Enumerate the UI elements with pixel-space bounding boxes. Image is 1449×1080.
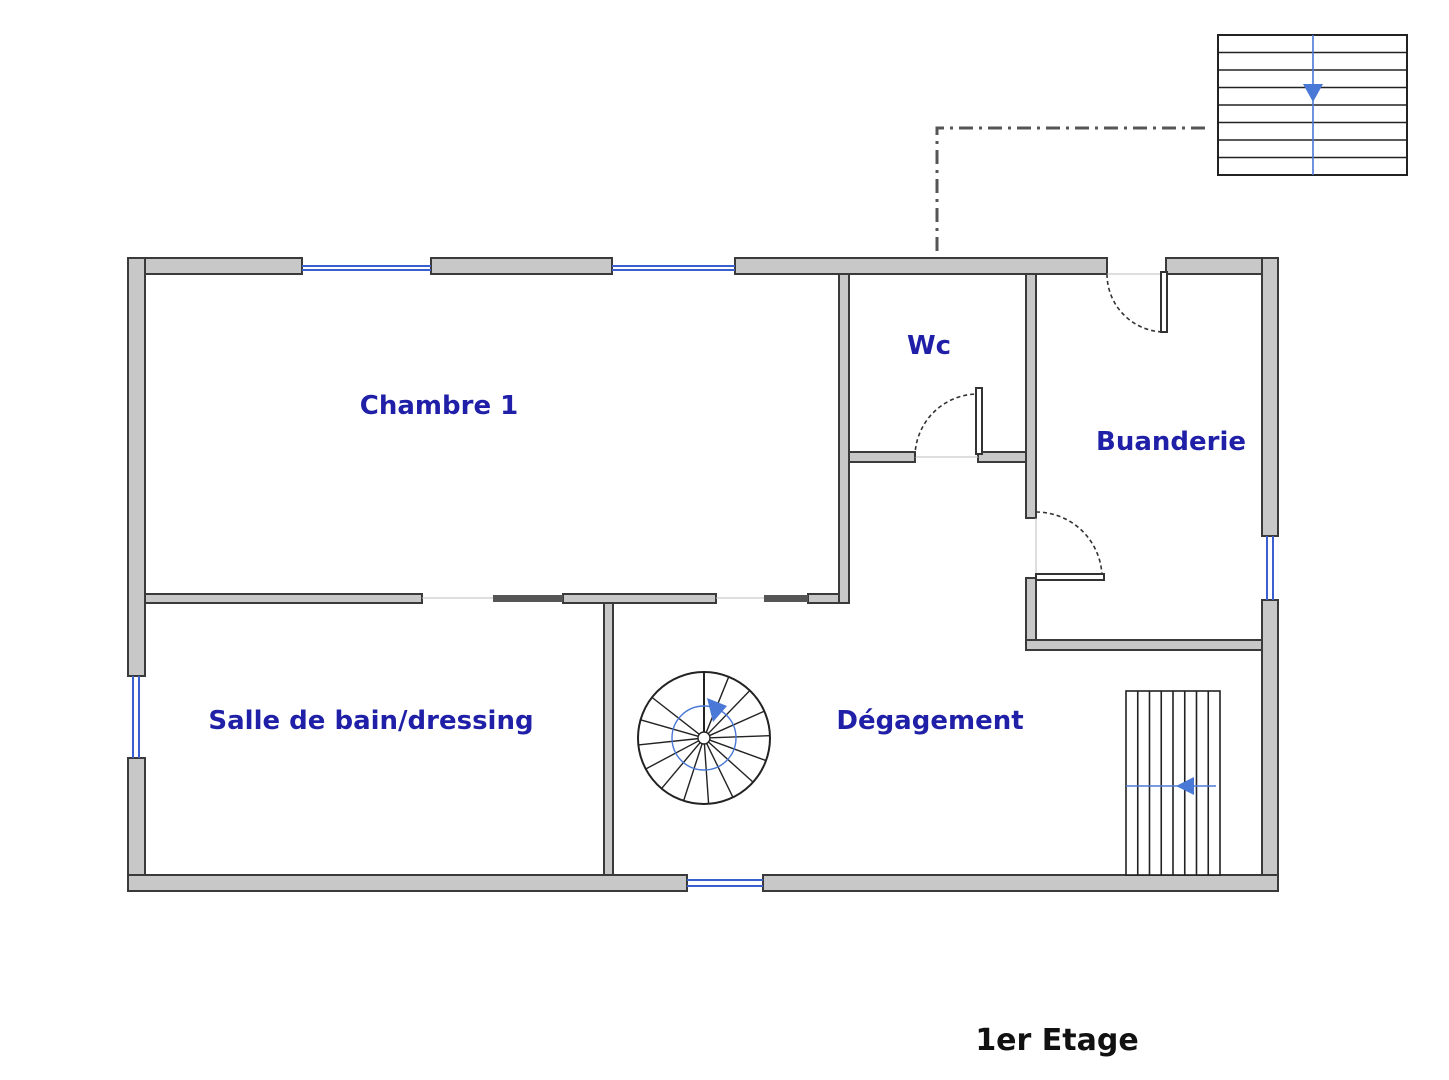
- wall-top-1: [127, 257, 303, 275]
- closet-door-2: [764, 595, 808, 602]
- wall-top-3: [734, 257, 1108, 275]
- wall-chambre-bottom-1: [144, 593, 423, 604]
- door-buanderie-entry: [1106, 271, 1168, 333]
- spiral-tread: [638, 737, 699, 746]
- room-label-buanderie: Buanderie: [1096, 427, 1246, 457]
- wall-bottom-2: [762, 874, 1279, 892]
- room-label-degagement: Dégagement: [836, 706, 1023, 736]
- doors: [914, 271, 1168, 581]
- spiral-tread: [709, 710, 765, 737]
- wall-right-1: [1261, 257, 1279, 537]
- external-staircase: [1217, 34, 1408, 176]
- walls: [127, 257, 1279, 892]
- wall-bottom-1: [127, 874, 688, 892]
- wall-chambre-right: [838, 273, 850, 604]
- spiral-tread: [709, 739, 767, 762]
- wall-wc-bottom-1: [848, 451, 916, 463]
- spiral-stair-icon: [637, 671, 771, 805]
- connection-line: [935, 126, 1205, 258]
- stair-left-arrow-icon: [1176, 777, 1194, 795]
- spiral-tread: [682, 743, 703, 801]
- room-label-salle-de-bain: Salle de bain/dressing: [208, 706, 533, 736]
- spiral-tread: [706, 743, 734, 798]
- wall-right-2: [1261, 599, 1279, 892]
- spiral-tread: [709, 734, 770, 739]
- wall-left-1: [127, 257, 146, 677]
- room-label-wc: Wc: [907, 331, 951, 361]
- spiral-tread: [707, 741, 754, 783]
- wall-chambre-bottom-2: [562, 593, 717, 604]
- wall-top-2: [430, 257, 613, 275]
- spiral-tread: [640, 719, 699, 738]
- windows: [132, 265, 1274, 887]
- closet-door-1: [493, 595, 563, 602]
- door-buanderie-inner: [1035, 511, 1105, 581]
- spiral-tread: [707, 690, 751, 735]
- floor-label: 1er Etage: [975, 1023, 1138, 1058]
- stair-down-arrow-icon: [1303, 84, 1323, 102]
- door-wc: [914, 387, 983, 458]
- spiral-tread: [645, 740, 700, 770]
- spiral-tread: [651, 696, 700, 735]
- interior-staircase: [1125, 690, 1221, 876]
- spiral-tread: [703, 743, 710, 804]
- wall-wc-right: [1025, 273, 1037, 519]
- wall-left-2: [127, 757, 146, 892]
- spiral-tread: [661, 742, 701, 790]
- wall-buanderie-bottom: [1025, 639, 1263, 651]
- room-label-chambre: Chambre 1: [360, 391, 518, 421]
- wall-sdb-right: [603, 602, 614, 876]
